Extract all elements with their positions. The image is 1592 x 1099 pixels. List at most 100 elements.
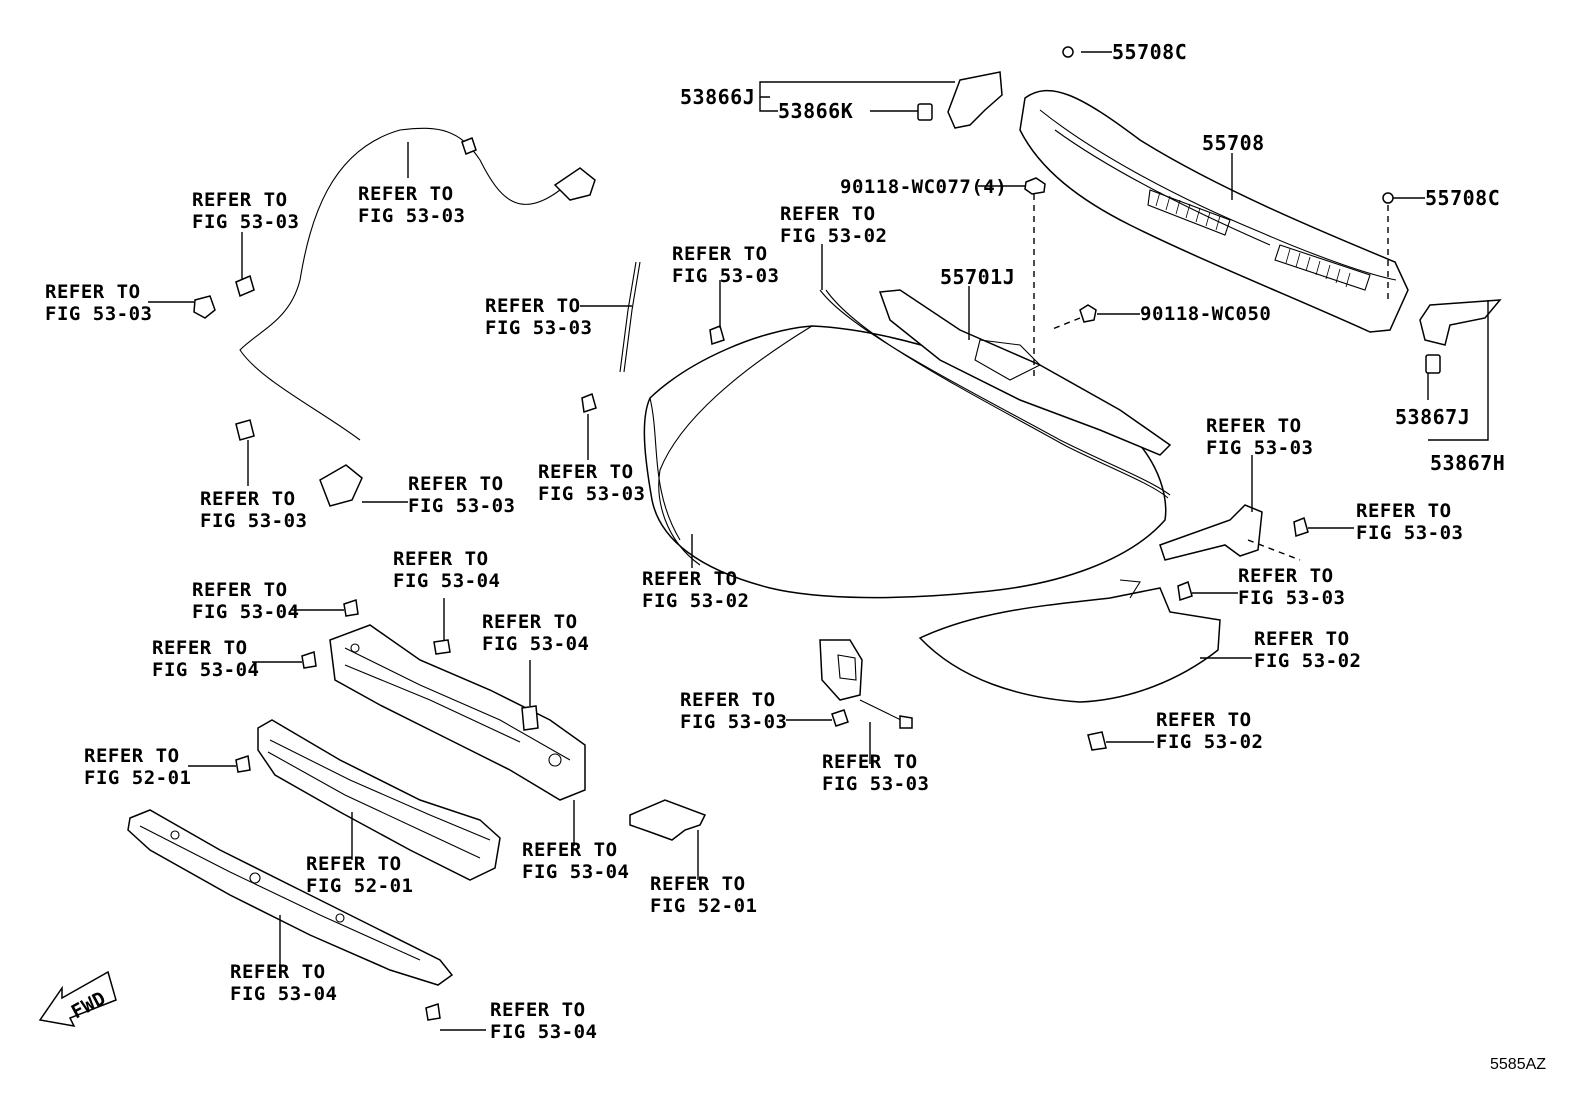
refer-label: REFER TO [490, 999, 586, 1021]
refer-label: REFER TO [1254, 628, 1350, 650]
refer-label: REFER TO [192, 579, 288, 601]
refer-fig: FIG 53-04 [393, 570, 500, 592]
refer-label: REFER TO [84, 745, 180, 767]
bumper-stop-1 [433, 639, 451, 655]
label-55708: 55708 [1202, 131, 1265, 155]
refer-fig: FIG 53-02 [1156, 731, 1263, 753]
label-55701J: 55701J [940, 265, 1015, 289]
cowl-side-bracket-right [1419, 299, 1502, 346]
clip-mid-1 [709, 324, 725, 345]
refer-fig: FIG 53-03 [192, 211, 299, 233]
label-55708C-right: 55708C [1425, 186, 1500, 210]
refer-label: REFER TO [672, 243, 768, 265]
label-53867H: 53867H [1430, 451, 1505, 475]
center-bracket [629, 799, 707, 841]
label-53867J: 53867J [1395, 405, 1470, 429]
diagram-id: 5585AZ [1490, 1056, 1546, 1073]
refer-fig: FIG 53-03 [1206, 437, 1313, 459]
refer-fig: FIG 53-03 [408, 495, 515, 517]
refer-label: REFER TO [780, 203, 876, 225]
refer-label: REFER TO [192, 189, 288, 211]
bolt-cross-member [425, 1003, 441, 1021]
fwd-arrow-icon: FWD [38, 970, 117, 1027]
reference-labels: REFER TO FIG 53-03 REFER TO FIG 53-03 RE… [45, 183, 1463, 1043]
refer-label: REFER TO [642, 568, 738, 590]
refer-fig: FIG 53-02 [780, 225, 887, 247]
grille-support-lower [257, 719, 501, 881]
refer-label: REFER TO [485, 295, 581, 317]
cowl-top-ventilator [1019, 89, 1409, 333]
refer-fig: FIG 53-03 [680, 711, 787, 733]
refer-fig: FIG 53-03 [45, 303, 152, 325]
label-53866J: 53866J [680, 85, 755, 109]
refer-fig: FIG 52-01 [306, 875, 413, 897]
refer-fig: FIG 53-03 [822, 773, 929, 795]
refer-fig: FIG 53-04 [522, 861, 629, 883]
refer-fig: FIG 53-04 [490, 1021, 597, 1043]
refer-fig: FIG 53-02 [642, 590, 749, 612]
radiator-support-upper [329, 624, 586, 801]
refer-label: REFER TO [482, 611, 578, 633]
refer-label: REFER TO [1238, 565, 1334, 587]
bolt-upper-3 [235, 755, 251, 773]
clip-left-1 [193, 295, 216, 319]
bolt-90118-WC050 [1079, 304, 1097, 323]
refer-fig: FIG 53-02 [1254, 650, 1361, 672]
refer-fig: FIG 53-03 [538, 483, 645, 505]
clip-53866K [917, 103, 933, 121]
hood-support-rod [619, 261, 637, 373]
refer-label: REFER TO [358, 183, 454, 205]
refer-fig: FIG 53-04 [482, 633, 589, 655]
refer-label: REFER TO [230, 961, 326, 983]
refer-fig: FIG 52-01 [84, 767, 191, 789]
bolt-upper-1 [343, 599, 359, 617]
clip-55708C-top [1062, 46, 1074, 58]
refer-label: REFER TO [152, 637, 248, 659]
refer-fig: FIG 53-03 [1356, 522, 1463, 544]
refer-label: REFER TO [680, 689, 776, 711]
clip-left-2 [235, 274, 255, 298]
front-cross-member [127, 809, 454, 986]
leader-lines [148, 51, 1489, 1031]
refer-fig: FIG 53-03 [672, 265, 779, 287]
hood-hinge [1159, 504, 1263, 561]
clip-53867J [1425, 354, 1441, 374]
refer-fig: FIG 53-03 [485, 317, 592, 339]
refer-label: REFER TO [538, 461, 634, 483]
refer-fig: FIG 53-04 [192, 601, 299, 623]
cowl-seal-panel [878, 289, 1172, 456]
refer-fig: FIG 53-04 [152, 659, 259, 681]
label-55708C-top: 55708C [1112, 40, 1187, 64]
refer-fig: FIG 53-03 [200, 510, 307, 532]
refer-label: REFER TO [45, 281, 141, 303]
refer-label: REFER TO [1206, 415, 1302, 437]
refer-label: REFER TO [1356, 500, 1452, 522]
hood-release-cable [239, 127, 561, 441]
clip-55708C-right [1382, 192, 1394, 204]
bolt-upper-2 [301, 651, 317, 669]
label-53866K: 53866K [778, 99, 853, 123]
refer-label: REFER TO [306, 853, 402, 875]
refer-fig: FIG 53-04 [230, 983, 337, 1005]
refer-label: REFER TO [393, 548, 489, 570]
refer-fig: FIG 53-03 [1238, 587, 1345, 609]
refer-label: REFER TO [1156, 709, 1252, 731]
cowl-side-bracket-left [947, 71, 1003, 129]
refer-label: REFER TO [522, 839, 618, 861]
nut-90118-WC077 [1024, 177, 1046, 195]
cable-handle [553, 167, 596, 201]
spring-stop [521, 705, 539, 731]
clip-left-3 [235, 419, 255, 441]
refer-label: REFER TO [822, 751, 918, 773]
hood-bumper [1087, 731, 1107, 751]
label-90118-WC050: 90118-WC050 [1140, 303, 1271, 325]
refer-label: REFER TO [650, 873, 746, 895]
hood-panel [643, 325, 1167, 599]
clip-mid-2 [581, 392, 597, 413]
label-90118-WC077: 90118-WC077(4) [840, 176, 1007, 198]
hood-insulator [918, 579, 1221, 703]
refer-label: REFER TO [200, 488, 296, 510]
part-number-labels: 55708C 53866J 53866K 55708 55708C 90118-… [680, 40, 1505, 475]
hinge-bolt-2 [1177, 580, 1193, 601]
